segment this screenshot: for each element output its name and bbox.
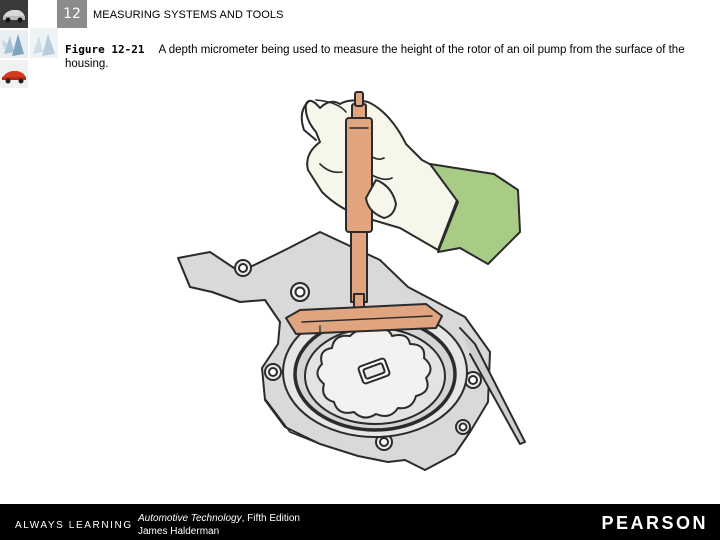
- footer-bar: ALWAYS LEARNING Automotive Technology, F…: [0, 504, 720, 540]
- depth-micrometer-illustration: [170, 82, 540, 494]
- car-photo-icon: [0, 0, 28, 28]
- thumbnail-strip: [0, 0, 28, 88]
- publisher-logo: PEARSON: [601, 513, 708, 533]
- book-author: James Halderman: [138, 526, 220, 537]
- chapter-number: 12: [57, 0, 87, 28]
- figure-label: Figure 12-21: [65, 43, 145, 56]
- depth-micrometer: [285, 91, 443, 335]
- pale-photo-icon: [30, 28, 58, 58]
- figure-caption-text: A depth micrometer being used to measure…: [65, 44, 685, 70]
- crystal-photo-icon: [0, 30, 28, 58]
- book-title: Automotive Technology: [138, 513, 242, 524]
- oil-pump-rotor: [316, 327, 432, 419]
- red-car-photo-icon: [0, 60, 28, 88]
- chapter-title: MEASURING SYSTEMS AND TOOLS: [93, 9, 284, 21]
- book-edition: , Fifth Edition: [241, 513, 300, 524]
- footer-tagline: ALWAYS LEARNING: [15, 520, 133, 531]
- book-citation: Automotive Technology, Fifth Edition Jam…: [138, 512, 300, 538]
